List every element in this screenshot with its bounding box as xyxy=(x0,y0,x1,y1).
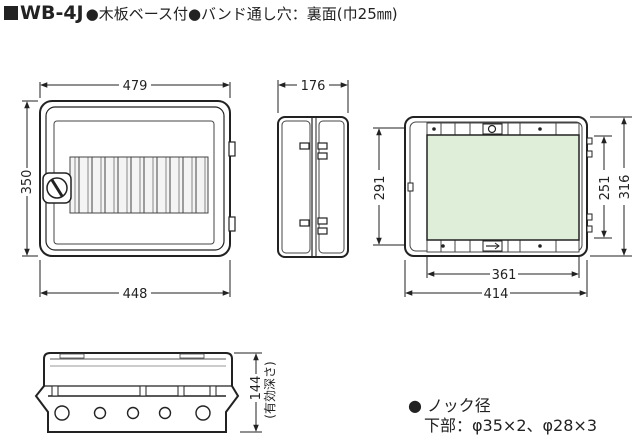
breaker-fins xyxy=(69,156,209,214)
knockout-notes-detail: 下部：φ35×2、φ28×3 xyxy=(424,416,598,435)
model-number: WB-4J xyxy=(20,2,84,24)
knockout-28-icon xyxy=(126,406,140,420)
front-hinge-bottom xyxy=(228,216,236,232)
back-width-inner-dim: 361 xyxy=(492,268,517,283)
front-width-top-dim: 479 xyxy=(123,79,148,94)
screw-icon xyxy=(432,127,436,131)
bottom-case-outer xyxy=(34,352,240,433)
side-tab-3 xyxy=(317,152,328,160)
back-height-inner-dim: 251 xyxy=(598,176,613,201)
side-tab-4 xyxy=(299,219,310,227)
screw-icon xyxy=(441,244,445,248)
back-height-total-dim: 316 xyxy=(618,175,633,200)
hanging-hole-icon xyxy=(487,124,497,134)
bottom-view: 144 (有効深さ) xyxy=(34,352,277,433)
knockout-notes: ● ノック径 下部：φ35×2、φ28×3 xyxy=(408,396,597,436)
side-case-outer xyxy=(277,116,349,258)
knockout-28-icon xyxy=(93,406,107,420)
front-hinge-top xyxy=(228,141,236,157)
back-tab-2 xyxy=(586,150,593,158)
front-view: 479 350 448 xyxy=(20,79,236,302)
back-view: 291 251 316 361 414 xyxy=(373,116,633,302)
screw-icon xyxy=(538,127,542,131)
back-tab-1 xyxy=(586,137,593,145)
side-tab-2 xyxy=(317,142,328,150)
front-width-bottom-dim: 448 xyxy=(123,287,148,302)
front-height-dim: 350 xyxy=(20,170,35,195)
back-width-total-dim: 414 xyxy=(484,287,509,302)
model-description: ●木板ベース付●バンド通し穴：裏面(巾25㎜) xyxy=(85,5,398,23)
side-tab-1 xyxy=(299,142,310,150)
side-tab-5 xyxy=(317,217,328,225)
side-tab-6 xyxy=(317,227,328,235)
back-tab-3 xyxy=(586,213,593,221)
bottom-depth-dim: 144 xyxy=(249,376,264,401)
knockout-notes-title: ● ノック径 xyxy=(408,396,491,415)
wooden-base-plate xyxy=(426,134,580,241)
back-height-left-dim: 291 xyxy=(373,176,388,201)
knockout-28-icon xyxy=(158,406,172,420)
bullet-square-icon xyxy=(4,6,18,20)
back-notch xyxy=(407,182,414,192)
side-view: 176 xyxy=(277,79,349,258)
knockout-35-icon xyxy=(195,405,211,421)
bottom-depth-note: (有効深さ) xyxy=(262,361,277,418)
screw-icon xyxy=(538,244,542,248)
diagram-title: WB-4J●木板ベース付●バンド通し穴：裏面(巾25㎜) xyxy=(4,2,398,24)
knockout-35-icon xyxy=(54,405,70,421)
back-tab-4 xyxy=(586,225,593,233)
side-depth-dim: 176 xyxy=(301,79,326,94)
